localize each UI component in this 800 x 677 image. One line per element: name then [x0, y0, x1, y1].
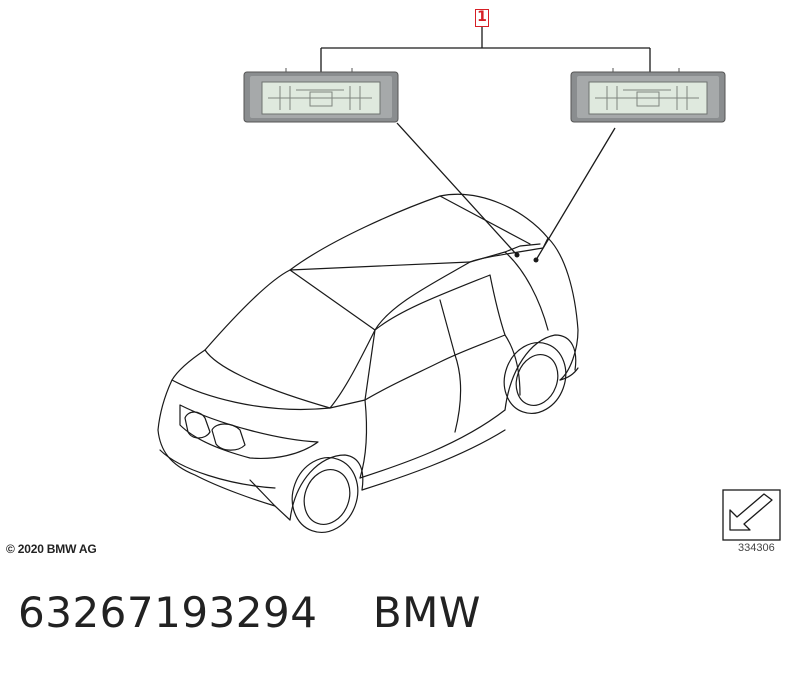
diagram-reference-number: 334306 — [738, 542, 775, 554]
copyright-text: © 2020 BMW AG — [6, 542, 97, 556]
part-number: 63267193294 — [18, 588, 318, 637]
leader-lines — [396, 122, 616, 261]
callout-label[interactable]: 1 — [475, 9, 489, 27]
car-outline-icon — [157, 193, 579, 533]
mount-point — [533, 257, 539, 263]
arrow-back-icon[interactable] — [722, 489, 781, 541]
license-plate-light-icon[interactable] — [570, 68, 726, 123]
part-caption: 63267193294 BMW — [18, 588, 481, 637]
brand-name: BMW — [372, 588, 481, 637]
callout-bracket — [320, 27, 651, 72]
mount-point — [514, 252, 520, 258]
license-plate-light-icon[interactable] — [243, 68, 399, 123]
